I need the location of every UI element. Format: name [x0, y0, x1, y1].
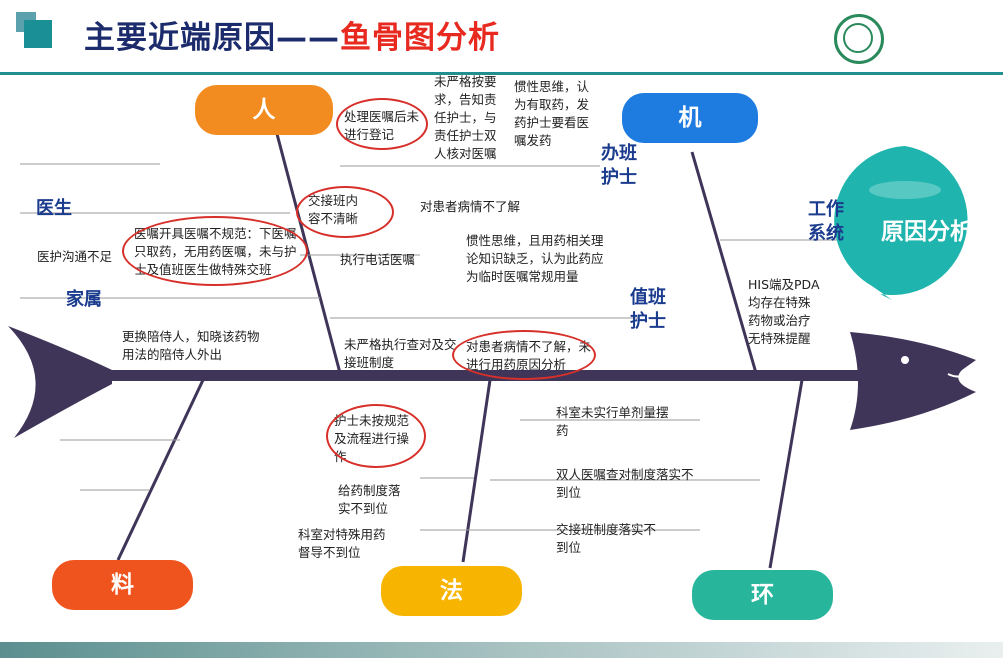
fish-eye-icon	[901, 356, 909, 364]
note-10: 更换陪侍人，知晓该药物 用法的陪侍人外出	[122, 329, 260, 362]
note-8: 执行电话医嘱	[340, 252, 416, 267]
title-main: 主要近端原因——	[84, 20, 340, 56]
note-19: 交接班制度落实不 到位	[556, 522, 657, 555]
note-11: 未严格执行查对及交 接班制度	[344, 337, 457, 370]
bone-environment	[768, 379, 804, 569]
note-7: 医护沟通不足	[37, 249, 113, 264]
highlight-ring	[336, 98, 428, 150]
sub-cause-duty-nurse: 值班 护士	[630, 287, 666, 332]
bone-method	[461, 379, 492, 563]
note-18: 科室对特殊用药 督导不到位	[298, 527, 386, 560]
branch-lines	[20, 163, 860, 531]
sub-cause-doctor: 医生	[36, 198, 72, 219]
note-2: 未严格按要 求，告知责 任护士，与 责任护士双 人核对医嘱	[434, 74, 497, 161]
note-5: 对患者病情不了解	[420, 199, 521, 214]
title-highlight: 鱼骨图分析	[340, 20, 500, 56]
note-3: 惯性思维，认 为有取药，发 药护士要看医 嘱发药	[514, 79, 590, 148]
logo-square-icon	[24, 20, 52, 48]
highlight-ring	[122, 216, 308, 286]
highlight-ring	[296, 186, 394, 238]
bone-material	[116, 379, 205, 561]
category-machine: 机	[622, 93, 758, 143]
category-people: 人	[195, 85, 333, 135]
page-title: 主要近端原因——鱼骨图分析	[84, 12, 500, 57]
note-15: 科室未实行单剂量摆 药	[556, 405, 669, 438]
sub-cause-office-nurse: 办班 护士	[601, 143, 637, 188]
sub-cause-family: 家属	[66, 289, 102, 310]
highlight-ring	[326, 404, 426, 468]
category-method: 法	[381, 566, 522, 616]
fish-head	[850, 332, 976, 430]
category-environment: 环	[692, 570, 833, 620]
fish-mouth	[947, 371, 971, 378]
fish-tail	[8, 326, 112, 438]
note-17: 双人医嘱查对制度落实不 到位	[556, 467, 694, 500]
bone-machine	[690, 151, 758, 374]
fish-spine	[100, 370, 860, 381]
category-material: 料	[52, 560, 193, 610]
bone-people	[275, 133, 342, 374]
note-13: HIS端及PDA 均存在特殊 药物或治疗 无特殊提醒	[748, 277, 820, 346]
note-9: 惯性思维，且用药相关理 论知识缺乏，认为此药应 为临时医嘱常规用量	[466, 233, 604, 284]
header-divider	[0, 72, 1003, 75]
highlight-ring	[452, 330, 596, 380]
footer-bar	[0, 642, 1003, 658]
result-label: 原因分析	[881, 219, 973, 245]
hospital-logo-inner	[843, 23, 873, 53]
note-16: 给药制度落 实不到位	[338, 483, 401, 516]
sub-cause-work-system: 工作 系统	[808, 199, 844, 244]
